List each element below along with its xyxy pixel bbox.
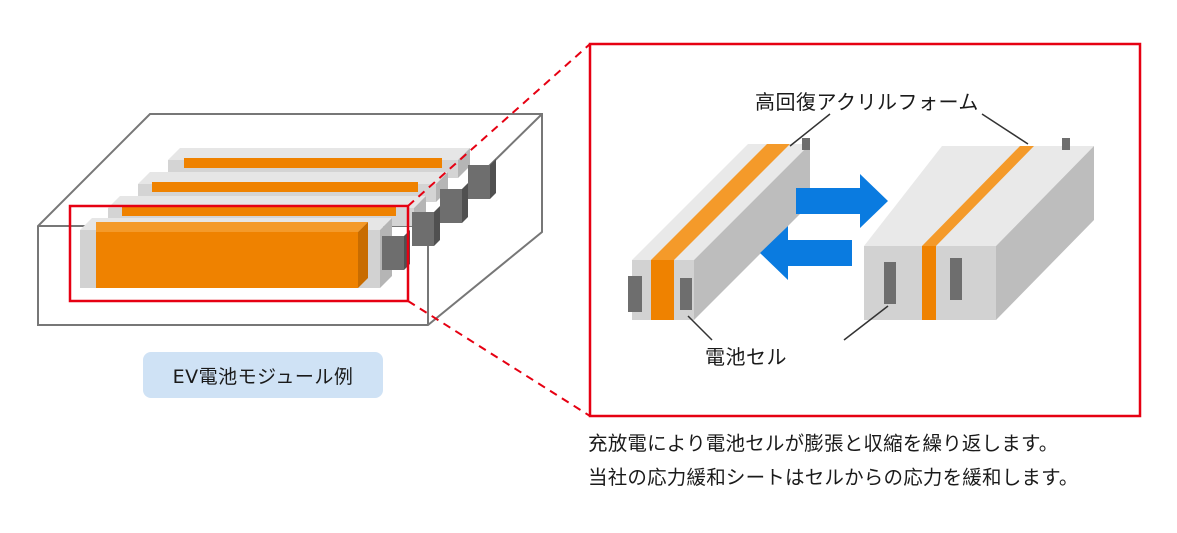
caption: 充放電により電池セルが膨張と収縮を繰り返します。 当社の応力緩和シートはセルから… (588, 427, 1079, 495)
foam-band-right (922, 146, 1034, 246)
ev-battery-module (37, 113, 543, 326)
battery-cell-label: 電池セル (705, 345, 787, 369)
callout-line-top (407, 43, 591, 207)
arrow-left-icon (760, 226, 852, 280)
foam-label: 高回復アクリルフォーム (755, 90, 979, 114)
cell-leader-right (843, 305, 889, 341)
cell-leader-left (687, 315, 713, 341)
battery-cell-left (628, 138, 810, 320)
module-label: EV電池モジュール例 (172, 365, 354, 388)
callout-line-bottom (407, 300, 591, 417)
foam-band-left (651, 144, 790, 260)
arrow-right-icon (796, 174, 888, 228)
foam-leader-right (981, 113, 1029, 145)
caption-line-1: 充放電により電池セルが膨張と収縮を繰り返します。 (588, 432, 1059, 455)
caption-line-2: 当社の応力緩和シートはセルからの応力を緩和します。 (588, 466, 1079, 489)
highlight-box (68, 204, 410, 303)
module-cell-front (80, 218, 410, 288)
module-label-badge: EV電池モジュール例 (143, 352, 383, 398)
module-cell-row-1 (168, 148, 496, 199)
foam-leader-left (789, 113, 831, 147)
